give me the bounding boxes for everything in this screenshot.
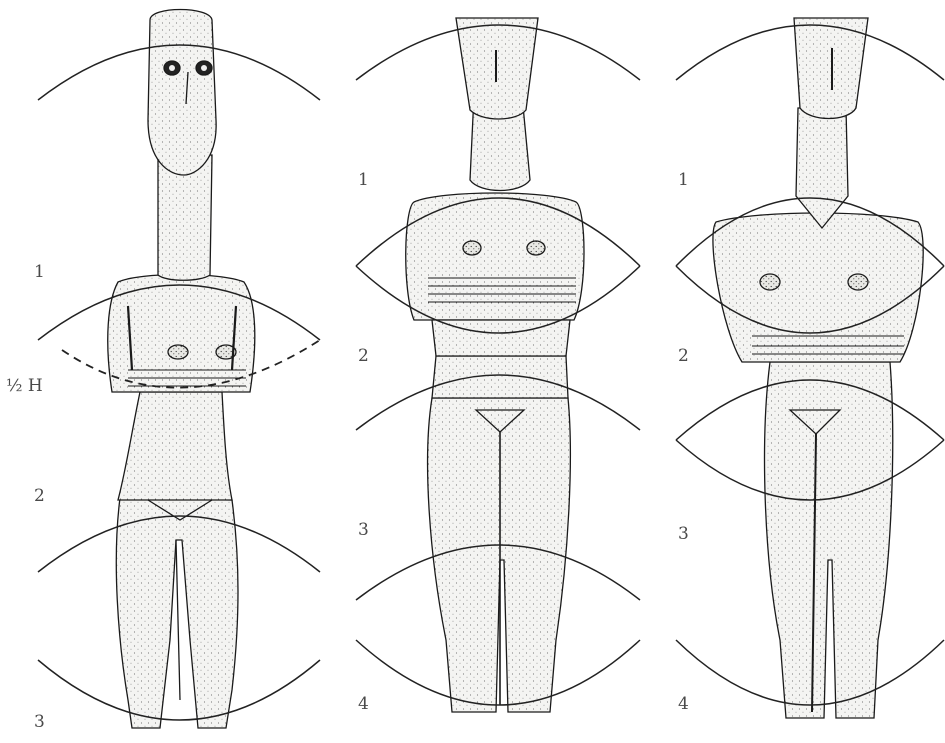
figure-3-neck	[796, 108, 848, 228]
figure-2	[406, 18, 584, 712]
figure-1-torso	[118, 392, 232, 500]
figure-3-label-3: 3	[678, 524, 689, 544]
figure-3-label-4: 4	[678, 694, 689, 714]
figure-1	[108, 10, 255, 729]
figure-1-head	[148, 10, 216, 176]
figure-2-legs	[428, 398, 571, 712]
figure-2-label-2: 2	[358, 346, 369, 366]
figure-1-label-3: 3	[34, 712, 45, 732]
figure-2-label-4: 4	[358, 694, 369, 714]
figure-3-arms	[713, 213, 923, 362]
figure-3-legs	[765, 362, 893, 718]
figure-1-legs	[116, 498, 238, 728]
figure-3-label-1: 1	[678, 170, 689, 190]
figure-2-hips	[432, 356, 568, 398]
figure-2-label-3: 3	[358, 520, 369, 540]
figure-2-label-1: 1	[358, 170, 369, 190]
figure-1-label-half-h: ½ H	[6, 376, 43, 396]
figure-1-label-2: 2	[34, 486, 45, 506]
figure-1-label-1: 1	[34, 262, 45, 282]
figure-3-label-2: 2	[678, 346, 689, 366]
figure-3	[713, 18, 923, 718]
